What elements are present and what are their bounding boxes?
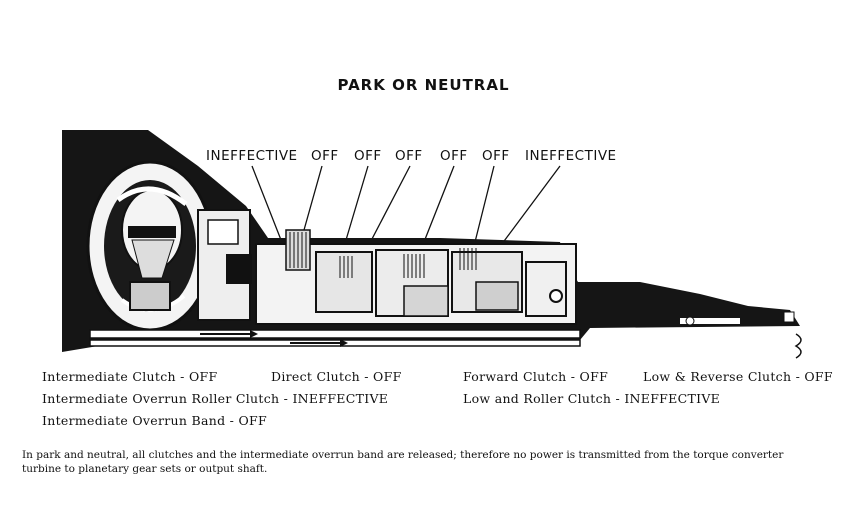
leader-line [473, 165, 495, 247]
callout-intermediate-overrun-band: OFF [311, 148, 339, 164]
flow-arrow-head [340, 339, 348, 347]
stator [128, 226, 176, 238]
valve-passage [207, 219, 239, 245]
output-shaft-slot [680, 318, 740, 324]
clutch-plates [289, 232, 307, 268]
leader-line [419, 165, 455, 253]
label-intermediate-clutch: Intermediate Clutch - OFF [42, 369, 218, 384]
label-intermediate-overrun-band: Intermediate Overrun Band - OFF [42, 413, 267, 428]
low-reverse-clutch-plates [459, 248, 477, 270]
leader-line [303, 165, 323, 231]
input-shaft [89, 329, 581, 339]
label-intermediate-overrun-roller-clutch: Intermediate Overrun Roller Clutch - INE… [42, 391, 389, 406]
direct-clutch-plates [339, 256, 353, 278]
forward-clutch-plates [403, 254, 425, 278]
flow-arrow-head [250, 330, 258, 338]
planetary-gear-set [403, 285, 449, 317]
pump-gear [129, 281, 171, 311]
converter-flow-arc [116, 186, 188, 206]
label-low-roller-clutch: Low and Roller Clutch - INEFFECTIVE [463, 391, 721, 406]
callout-intermediate-overrun-roller-clutch: INEFFECTIVE [206, 148, 298, 164]
callout-low-reverse-clutch: OFF [482, 148, 510, 164]
stator-vane [131, 239, 175, 279]
callout-direct-clutch: OFF [395, 148, 423, 164]
output-carrier [525, 261, 567, 317]
label-low-reverse-clutch: Low & Reverse Clutch - OFF [643, 369, 833, 384]
governor [549, 289, 563, 303]
caption-text: In park and neutral, all clutches and th… [22, 449, 784, 475]
output-bearing [685, 316, 695, 326]
transmission-case [62, 130, 800, 352]
callout-intermediate-clutch: OFF [354, 148, 382, 164]
shafts [89, 329, 802, 359]
rear-planetary-gear-set [475, 281, 519, 311]
shaft-break-mark [794, 333, 802, 359]
label-direct-clutch: Direct Clutch - OFF [271, 369, 402, 384]
callout-forward-clutch: OFF [440, 148, 468, 164]
rear-seal [783, 311, 795, 323]
label-forward-clutch: Forward Clutch - OFF [463, 369, 609, 384]
callout-low-roller-clutch: INEFFECTIVE [525, 148, 617, 164]
pump-cover [226, 254, 252, 284]
leader-line [345, 165, 369, 241]
page-title: PARK OR NEUTRAL [337, 76, 510, 94]
